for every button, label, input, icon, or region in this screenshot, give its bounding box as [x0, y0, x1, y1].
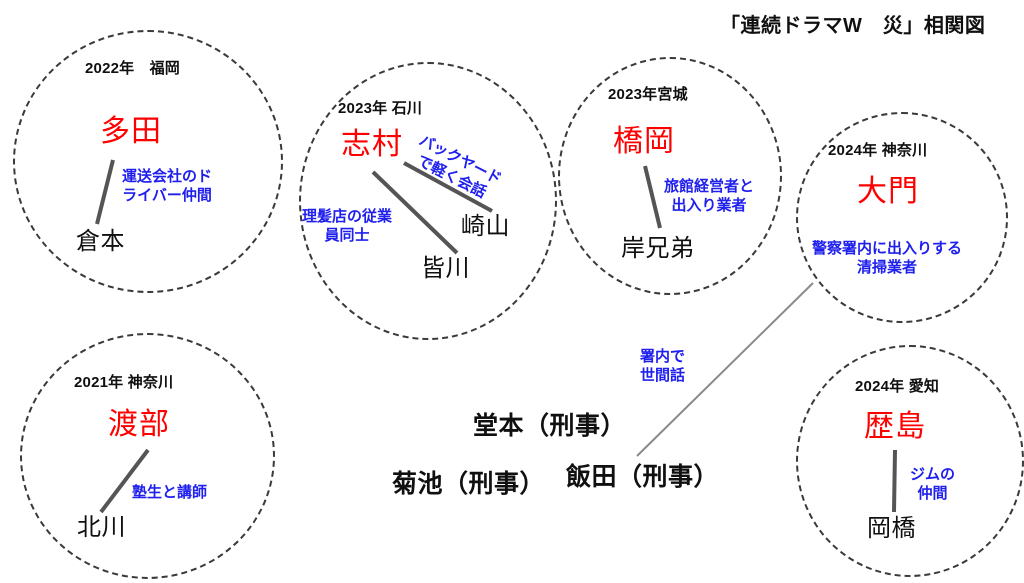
person-sub-kishikyodai: 岸兄弟: [621, 235, 695, 262]
group-year-place-kanagawa-2024: 2024年 神奈川: [828, 142, 928, 159]
relation-label-daimon-police: 警察署内に出入りする清掃業者: [812, 240, 963, 276]
relation-label-watanabe-kitagawa: 塾生と講師: [132, 484, 208, 501]
group-circle-aichi-2024: [796, 345, 1024, 577]
person-sub-kuramoto: 倉本: [76, 228, 125, 255]
page-title: 「連続ドラマW 災」相関図: [720, 15, 986, 37]
relation-label-tada-kuramoto: 運送会社のドライバー仲間: [122, 168, 213, 204]
group-circle-kanagawa-2024: [796, 112, 1008, 323]
group-year-place-miyagi-2023: 2023年宮城: [608, 86, 688, 103]
person-main-tada: 多田: [100, 115, 162, 148]
detective-iida: 飯田（刑事）: [566, 463, 720, 491]
relation-label-rekishima-okahashi: ジムの仲間: [910, 466, 956, 502]
person-sub-okahashi: 岡橋: [867, 515, 916, 542]
group-circle-fukuoka-2022: [13, 30, 283, 293]
group-year-place-ishikawa-2023: 2023年 石川: [338, 100, 423, 117]
person-main-hashioka: 橋岡: [613, 125, 675, 158]
person-main-daimon: 大門: [857, 175, 919, 208]
person-main-watanabe: 渡部: [108, 408, 170, 441]
relation-label-iida-daimon: 署内で世間話: [640, 348, 686, 384]
person-main-rekishima: 歴島: [864, 410, 926, 443]
group-year-place-aichi-2024: 2024年 愛知: [855, 378, 940, 395]
group-year-place-fukuoka-2022: 2022年 福岡: [85, 60, 180, 77]
group-circle-kanagawa-2021: [20, 333, 275, 579]
person-main-shimura: 志村: [341, 128, 403, 161]
group-circle-ishikawa-2023: [299, 62, 557, 340]
detective-domoto: 堂本（刑事）: [473, 412, 627, 440]
group-year-place-kanagawa-2021: 2021年 神奈川: [74, 374, 174, 391]
person-sub-minagawa: 皆川: [421, 255, 470, 282]
detective-kikuchi: 菊池（刑事）: [392, 470, 546, 498]
group-circle-miyagi-2023: [558, 57, 782, 295]
person-sub-sakiyama: 崎山: [461, 213, 510, 240]
relation-label-hashioka-kishikyodai: 旅館経営者と出入り業者: [664, 178, 755, 214]
relation-label-shimura-minagawa: 理髪店の従業員同士: [302, 208, 393, 244]
person-sub-kitagawa: 北川: [77, 514, 126, 541]
